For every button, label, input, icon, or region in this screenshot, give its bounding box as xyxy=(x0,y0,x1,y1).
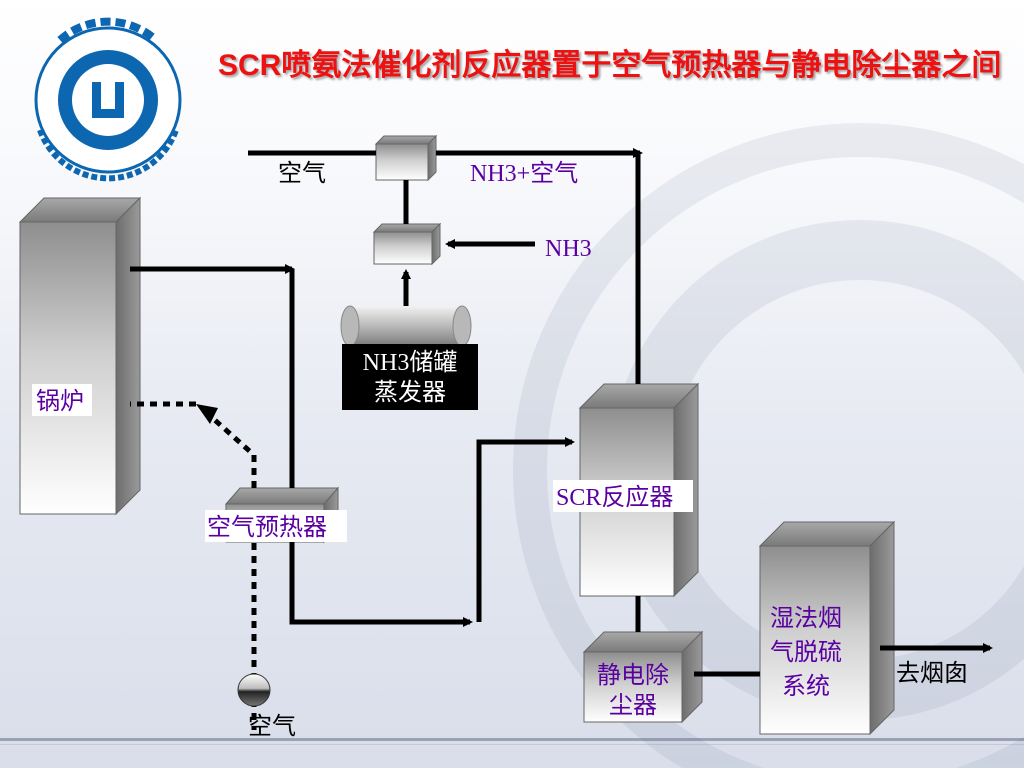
label-scr-bg xyxy=(553,480,693,512)
to-scr-arrow xyxy=(476,437,575,622)
label-nh3: NH3 xyxy=(545,236,592,262)
label-fgd-line1: 湿法烟 xyxy=(770,605,842,632)
esp-box xyxy=(582,630,704,724)
label-air-bottom: 空气 xyxy=(248,713,296,740)
nh3-tank-cylinder xyxy=(340,305,472,347)
nh3-tank-label-box xyxy=(342,344,478,410)
label-fgd-line2: 气脱硫 xyxy=(770,639,842,666)
label-air-top: 空气 xyxy=(278,160,326,187)
air-fan-icon xyxy=(237,673,271,707)
label-esp-line2: 尘器 xyxy=(609,692,657,719)
label-tank-line2: 蒸发器 xyxy=(374,379,446,406)
mixer-box xyxy=(374,134,438,182)
label-preheater: 空气预热器 xyxy=(207,514,327,541)
label-boiler-bg xyxy=(32,384,92,416)
footer-divider xyxy=(0,738,1024,741)
label-esp-line1: 静电除 xyxy=(597,662,669,689)
label-tank-line1: NH3储罐 xyxy=(363,349,458,376)
label-fgd-line3: 系统 xyxy=(782,673,830,700)
university-logo xyxy=(34,17,182,182)
label-stack: 去烟囱 xyxy=(896,660,968,687)
label-boiler: 锅炉 xyxy=(36,388,84,415)
label-nh3-air: NH3+空气 xyxy=(470,160,578,187)
flow-lines xyxy=(130,148,993,677)
slide-title: SCR喷氨法催化剂反应器置于空气预热器与静电除尘器之间 xyxy=(218,49,1002,82)
preheater-out-arrow xyxy=(289,542,473,627)
dotted-air-lines xyxy=(130,401,257,730)
fgd-box xyxy=(758,520,896,736)
footer-divider-thin xyxy=(0,744,1024,745)
label-scr: SCR反应器 xyxy=(556,484,673,511)
air-to-boiler-arrowhead xyxy=(196,404,218,424)
preheated-air-dotted xyxy=(206,412,257,488)
nh3-regulator-box xyxy=(372,222,442,266)
label-preheater-bg xyxy=(205,510,347,542)
boiler-box xyxy=(18,196,142,516)
